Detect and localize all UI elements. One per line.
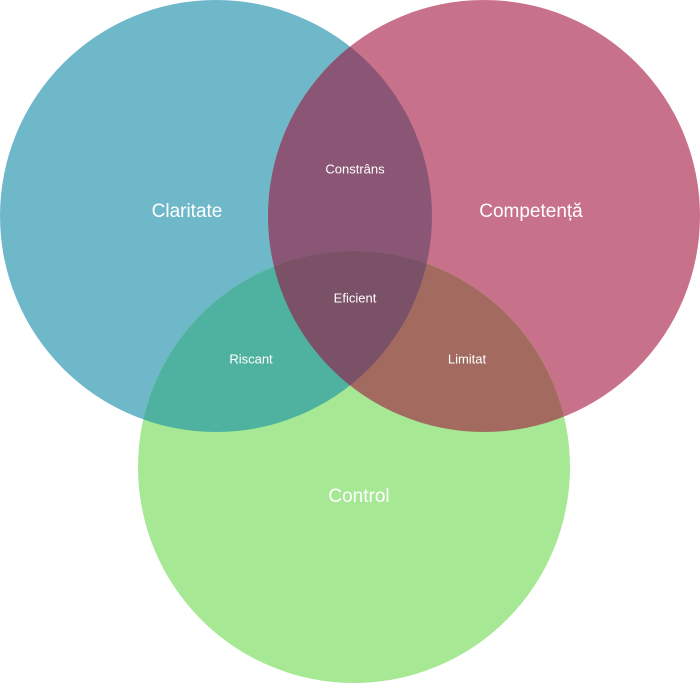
label-constrans: Constrâns bbox=[325, 161, 385, 176]
label-control: Control bbox=[328, 486, 389, 507]
label-competenta: Competență bbox=[479, 201, 583, 222]
label-limitat: Limitat bbox=[448, 351, 487, 366]
label-eficient: Eficient bbox=[334, 290, 377, 305]
label-claritate: Claritate bbox=[152, 201, 223, 222]
label-riscant: Riscant bbox=[229, 351, 273, 366]
overlap-riscant bbox=[138, 251, 432, 432]
overlap-limitat bbox=[268, 251, 570, 432]
